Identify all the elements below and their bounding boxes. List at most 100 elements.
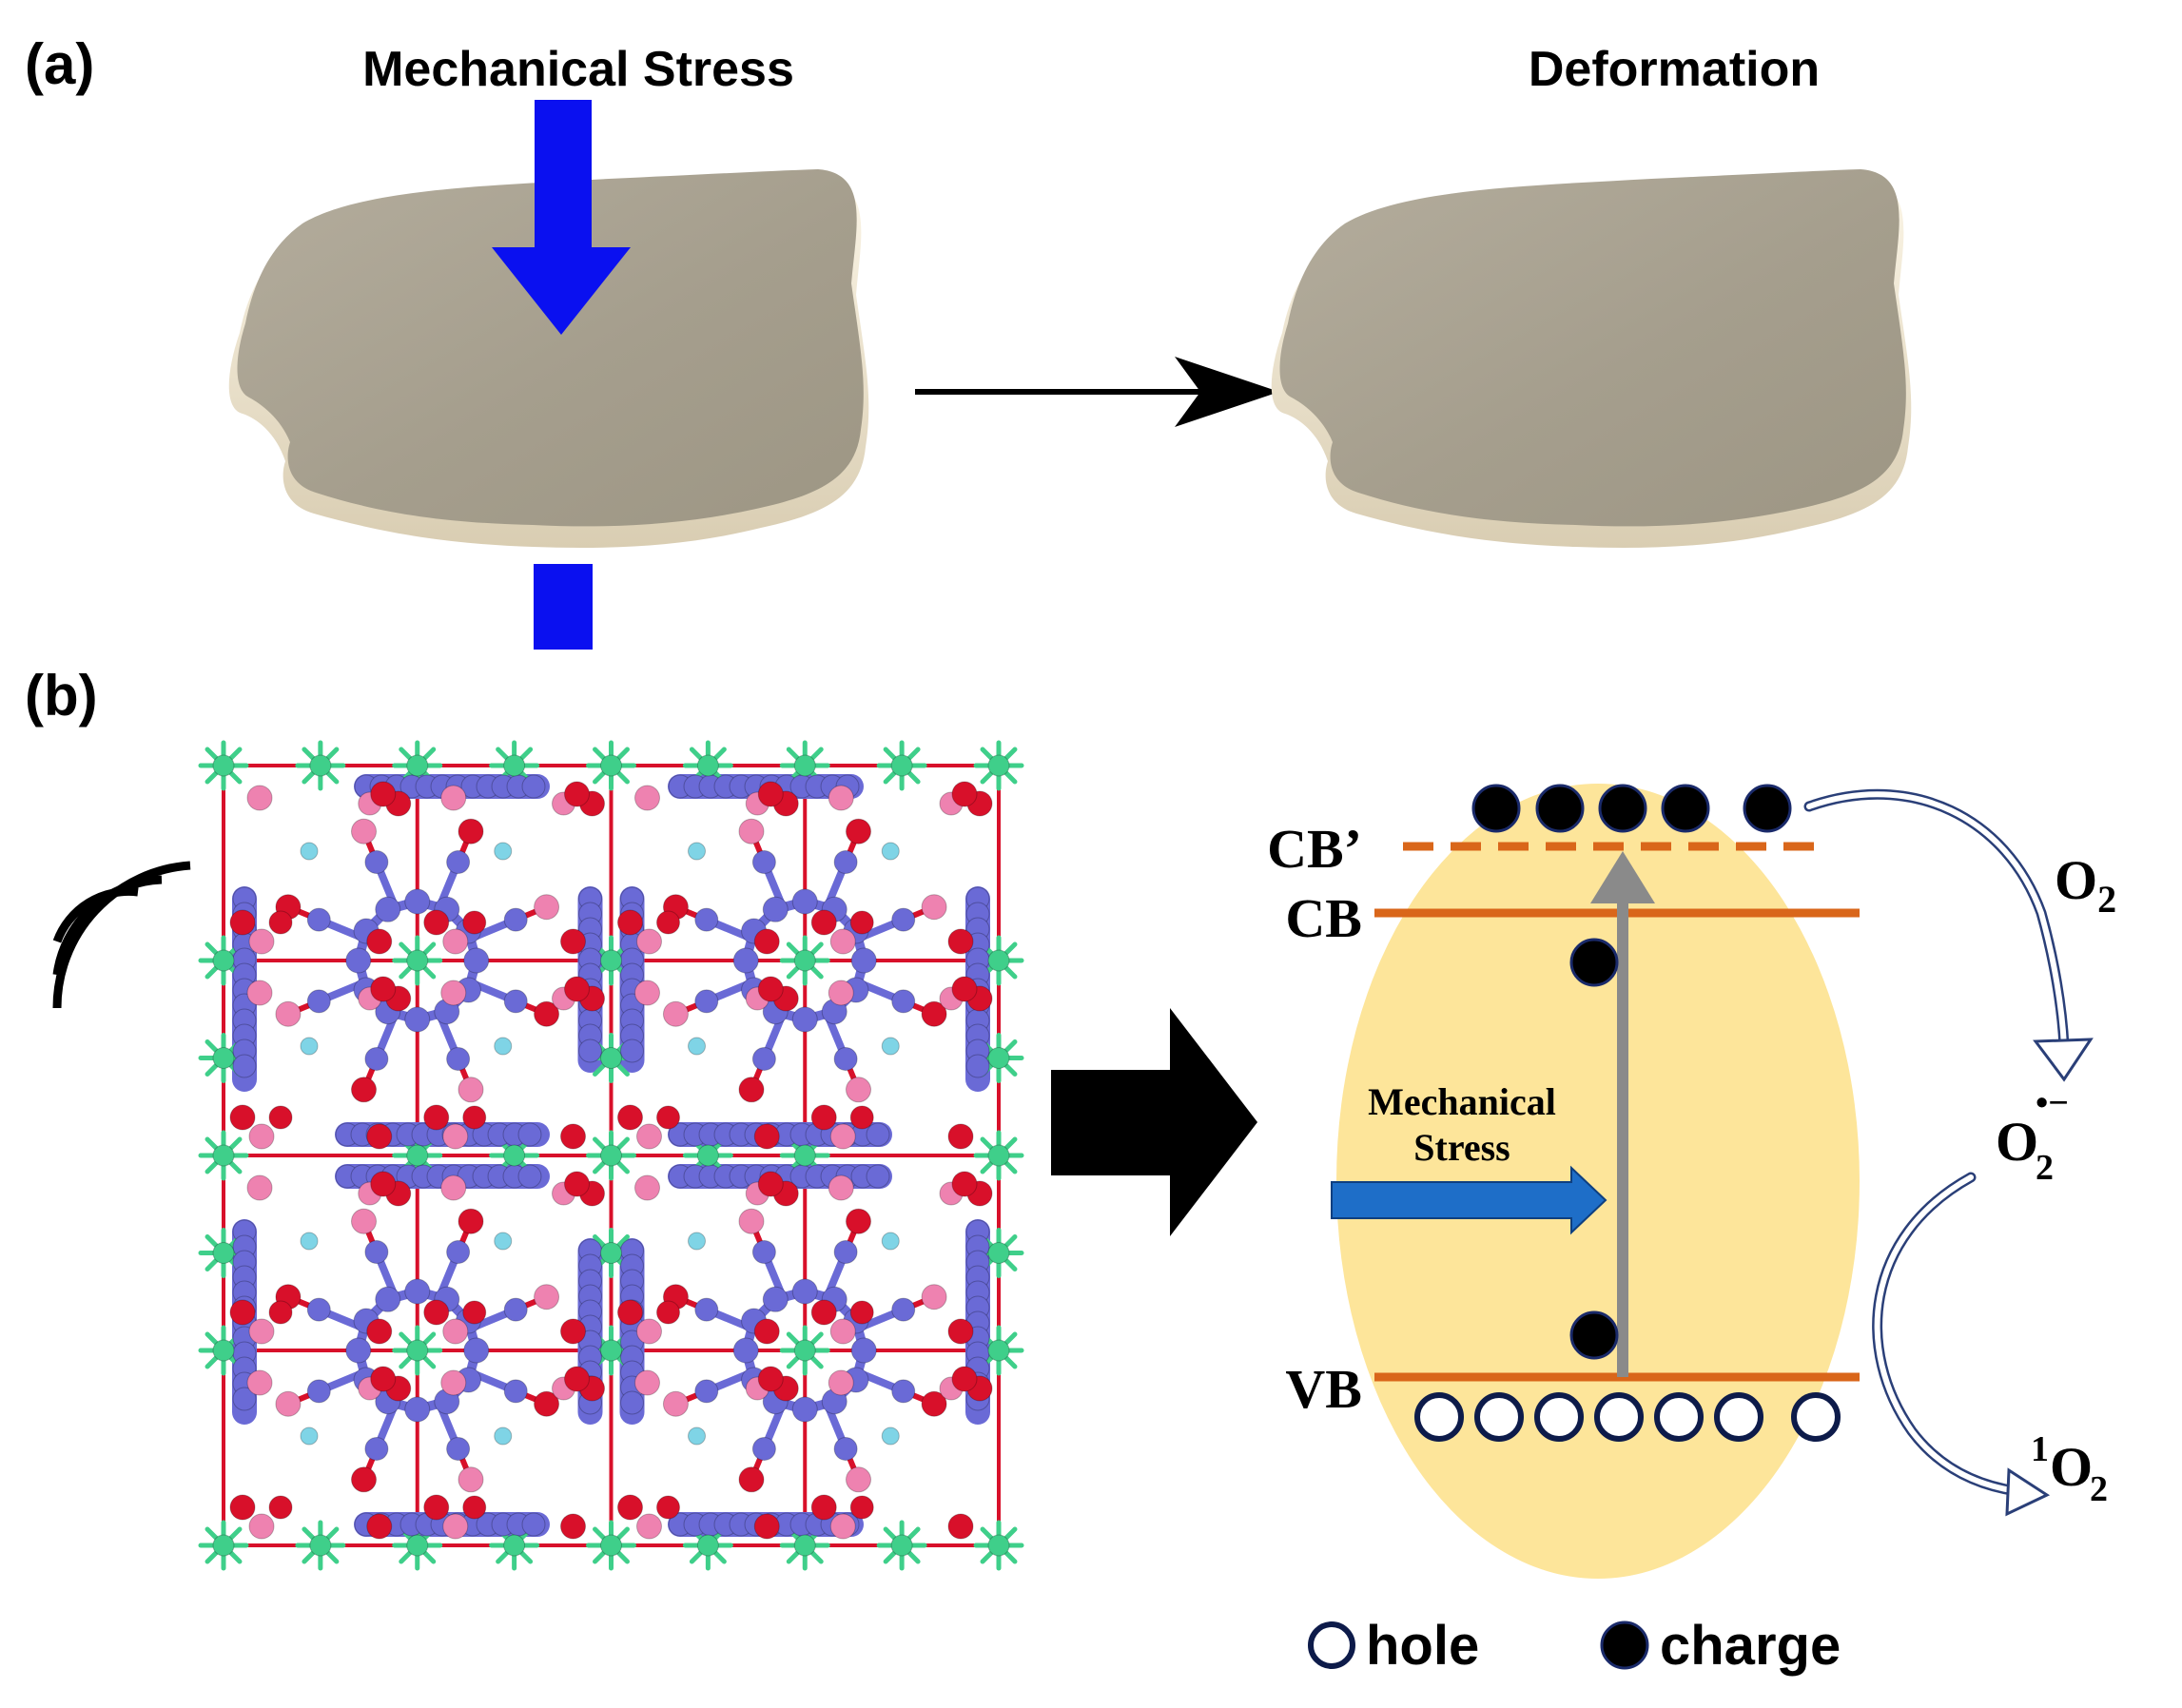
stress-arrow-top bbox=[492, 100, 631, 335]
c-atom bbox=[751, 1436, 776, 1461]
charge-dot bbox=[1569, 1310, 1619, 1360]
o-atom bbox=[656, 1495, 680, 1520]
plate-before-top bbox=[237, 169, 864, 527]
zr-atom bbox=[987, 1534, 1010, 1557]
charge-dot bbox=[1743, 784, 1792, 833]
big-right-arrow bbox=[1051, 1008, 1257, 1236]
cyan-atom bbox=[688, 842, 706, 861]
zr-atom bbox=[696, 1144, 719, 1167]
c-atom bbox=[833, 850, 858, 875]
c-atom bbox=[850, 1337, 877, 1364]
singlet-symbol: O bbox=[2050, 1436, 2093, 1498]
o-atom bbox=[370, 1171, 397, 1197]
o-atom bbox=[849, 1105, 874, 1130]
cyan-atom bbox=[881, 1427, 900, 1446]
o-atom bbox=[753, 928, 780, 955]
o-atom bbox=[846, 818, 872, 844]
c-atom bbox=[732, 947, 759, 974]
cyan-atom bbox=[494, 1037, 513, 1056]
zr-atom bbox=[600, 949, 622, 972]
o-atom bbox=[370, 976, 397, 1002]
stress-label-line1: Mechanical bbox=[1368, 1080, 1556, 1123]
zr-atom bbox=[600, 1144, 622, 1167]
c-atom bbox=[375, 896, 401, 922]
o-atom bbox=[366, 1318, 393, 1345]
c-atom bbox=[694, 907, 719, 932]
plate-before bbox=[228, 169, 869, 548]
o-atom bbox=[229, 909, 256, 936]
c-atom bbox=[891, 989, 916, 1014]
h-atom bbox=[440, 1174, 467, 1201]
c-atom bbox=[517, 1164, 542, 1189]
c-atom bbox=[751, 1046, 776, 1071]
zr-atom bbox=[212, 1144, 235, 1167]
c-atom bbox=[850, 947, 877, 974]
o-atom bbox=[462, 910, 487, 935]
o-atom bbox=[268, 1105, 293, 1130]
o-atom bbox=[656, 1300, 680, 1325]
o-atom bbox=[849, 1300, 874, 1325]
zr-atom bbox=[600, 1047, 622, 1069]
h-atom bbox=[442, 1513, 469, 1540]
o-atom bbox=[810, 1299, 837, 1326]
zr-atom bbox=[503, 1534, 526, 1557]
c-atom bbox=[833, 1240, 858, 1265]
o-atom bbox=[423, 1104, 450, 1131]
h-atom bbox=[829, 928, 856, 955]
o-atom bbox=[921, 1390, 947, 1417]
c-atom bbox=[364, 850, 389, 875]
cyan-atom bbox=[688, 1427, 706, 1446]
h-atom bbox=[846, 1077, 872, 1103]
o-atom bbox=[738, 1077, 765, 1103]
c-atom bbox=[866, 1122, 890, 1147]
c-atom bbox=[503, 1379, 528, 1404]
h-atom bbox=[634, 785, 660, 811]
o-atom bbox=[458, 1208, 484, 1234]
stress-arrow-blue bbox=[1331, 1165, 1607, 1235]
h-atom bbox=[442, 928, 469, 955]
c-atom bbox=[521, 774, 546, 799]
hole-group bbox=[1414, 1392, 1841, 1442]
cyan-atom bbox=[688, 1037, 706, 1056]
h-atom bbox=[534, 1284, 560, 1310]
o-atom bbox=[534, 1000, 560, 1027]
h-atom bbox=[248, 928, 275, 955]
o-atom bbox=[951, 1366, 978, 1392]
o-atom bbox=[366, 928, 393, 955]
legend-hole-icon bbox=[1308, 1621, 1355, 1669]
zr-atom bbox=[212, 949, 235, 972]
panel-a: (a) Mechanical Stress Deformation bbox=[25, 32, 1912, 650]
o-atom bbox=[921, 1000, 947, 1027]
c-atom bbox=[306, 907, 331, 932]
h-atom bbox=[248, 1123, 275, 1150]
o-atom bbox=[564, 976, 590, 1002]
o-atom bbox=[757, 1171, 784, 1197]
c-atom bbox=[306, 989, 331, 1014]
singlet-subscript: 2 bbox=[2090, 1469, 2108, 1509]
o-atom bbox=[951, 976, 978, 1002]
cb-label: CB bbox=[1285, 887, 1362, 949]
c-atom bbox=[404, 888, 431, 915]
superoxide-superscript: •− bbox=[2036, 1083, 2069, 1123]
c-atom bbox=[694, 1379, 719, 1404]
o-atom bbox=[564, 1171, 590, 1197]
c-atom bbox=[463, 1337, 490, 1364]
vb-label: VB bbox=[1285, 1358, 1362, 1420]
legend: hole charge bbox=[1308, 1615, 1841, 1677]
zr-atom bbox=[309, 754, 332, 777]
cyan-atom bbox=[494, 1232, 513, 1251]
c-atom bbox=[891, 907, 916, 932]
hole-circle bbox=[1594, 1392, 1644, 1442]
sound-wave-icon bbox=[52, 861, 191, 1009]
o-atom bbox=[947, 1513, 974, 1540]
panel-b: (b) CB’ CB VB bbox=[25, 664, 2116, 1677]
h-atom bbox=[636, 1123, 662, 1150]
c-atom bbox=[732, 1337, 759, 1364]
o-atom bbox=[617, 909, 643, 936]
zr-atom bbox=[696, 1534, 719, 1557]
zr-atom bbox=[696, 754, 719, 777]
curved-arrow-superoxide bbox=[1803, 788, 2094, 1082]
c-atom bbox=[345, 947, 372, 974]
o-atom bbox=[534, 1390, 560, 1417]
zr-atom bbox=[793, 1144, 816, 1167]
